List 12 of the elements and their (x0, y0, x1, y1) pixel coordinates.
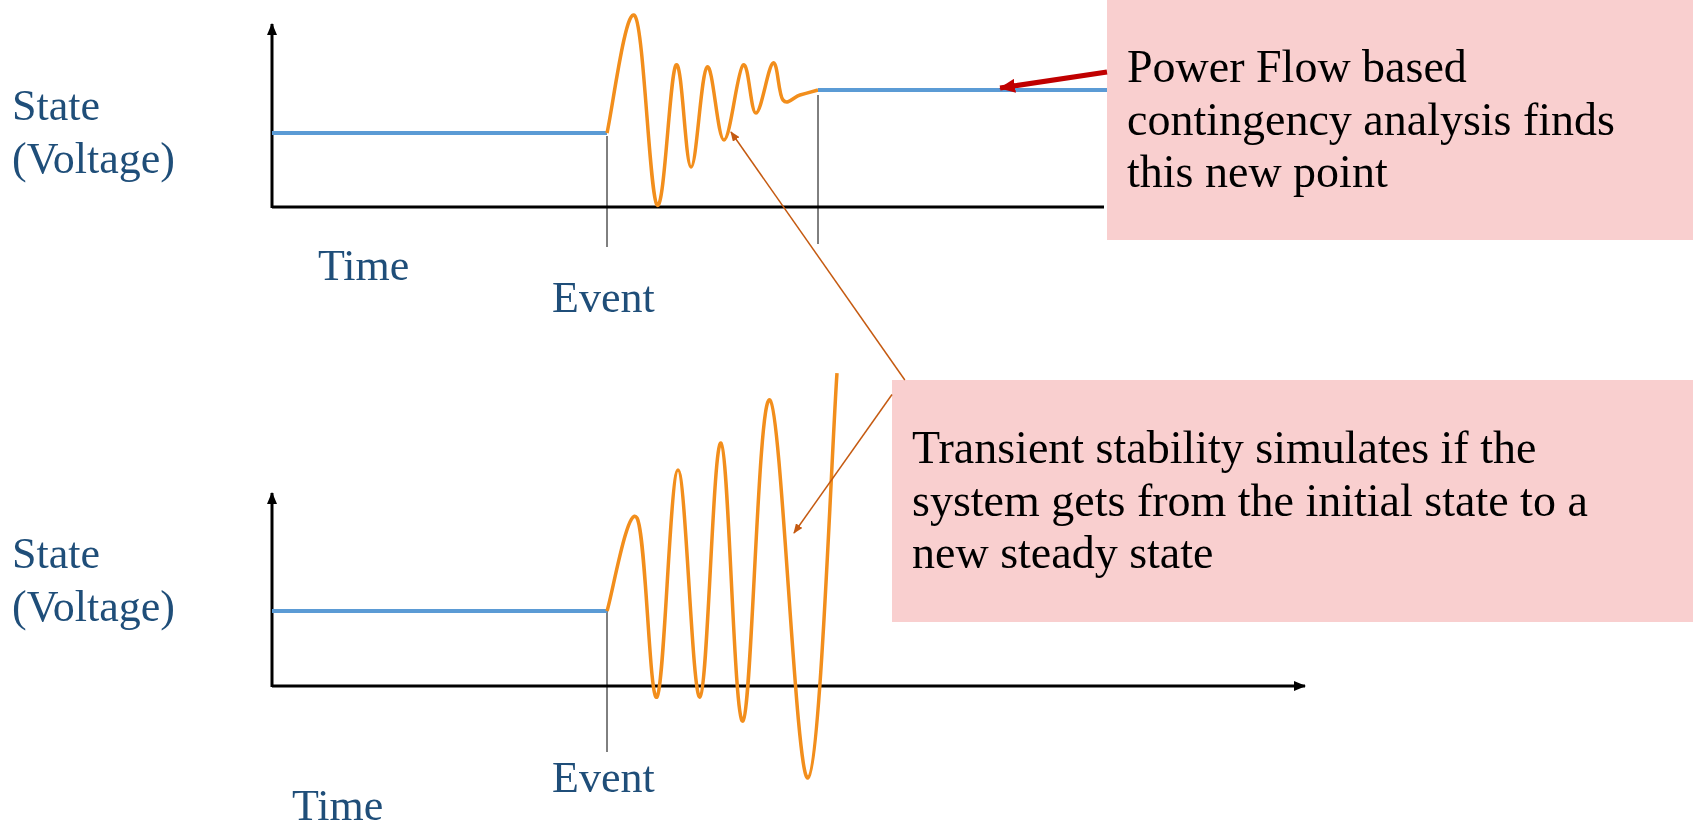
axis-label: Time (292, 780, 385, 826)
axis-label: Event (552, 752, 656, 804)
axis-label: Event (552, 272, 656, 324)
axis-label: State (Voltage) (12, 528, 176, 633)
arrow (730, 131, 906, 381)
arrow (999, 69, 1108, 93)
arrow (793, 393, 893, 534)
callout-box: Power Flow based contingency analysis finds this new point (1107, 0, 1693, 240)
axis-label: Time (318, 240, 411, 292)
axis-label: State (Voltage) (12, 80, 176, 185)
damped-oscillation-curve (605, 14, 819, 207)
callout-box: Transient stability simulates if the system gets from the initial state to a new steady state (892, 380, 1693, 622)
